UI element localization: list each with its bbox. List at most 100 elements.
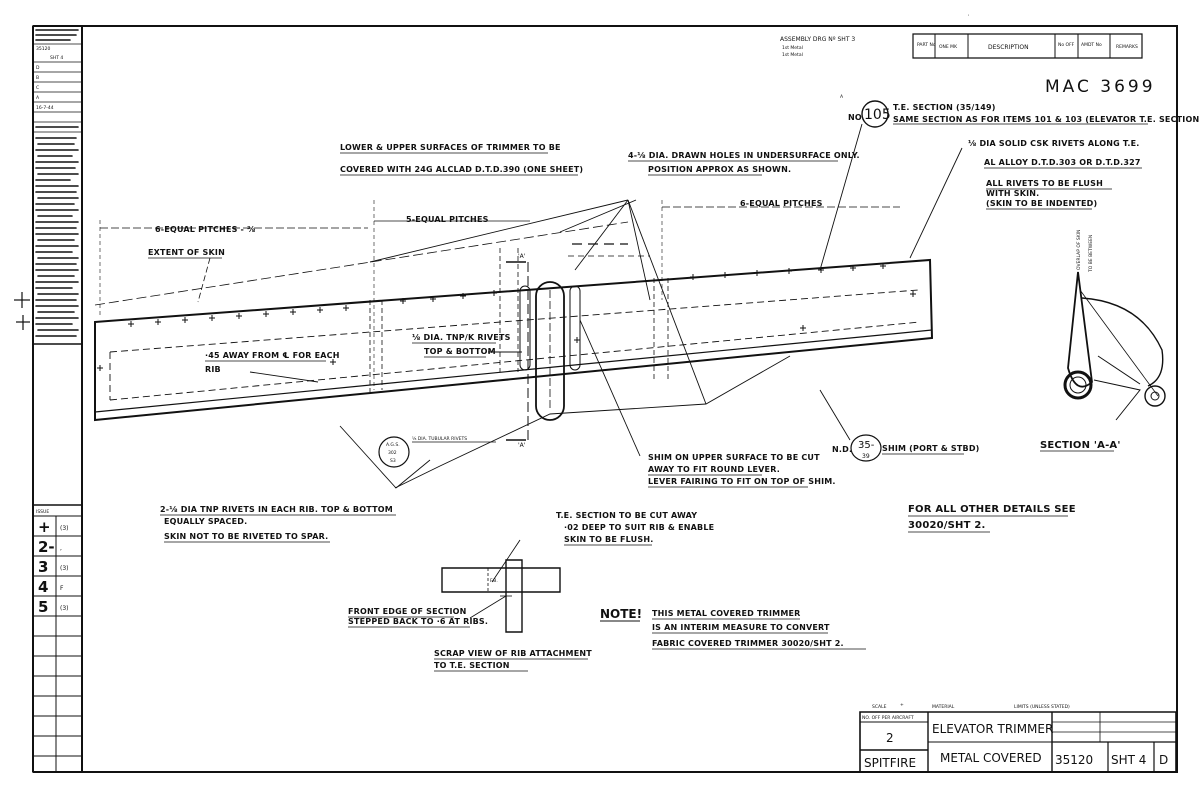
- svg-text:6-EQUAL PITCHES - ⅜: 6-EQUAL PITCHES - ⅜: [155, 225, 256, 234]
- svg-text:5-EQUAL PITCHES: 5-EQUAL PITCHES: [406, 215, 489, 224]
- svg-text:·02 DEEP TO SUIT RIB & ENABLE: ·02 DEEP TO SUIT RIB & ENABLE: [564, 523, 714, 532]
- svg-text:OVERLAP OF SKIN: OVERLAP OF SKIN: [1076, 230, 1082, 270]
- svg-text:RIB: RIB: [205, 365, 221, 374]
- note-flush-rivets: ALL RIVETS TO BE FLUSH WITH SKIN. (SKIN …: [986, 179, 1112, 209]
- svg-text:N.D.: N.D.: [832, 445, 852, 454]
- svg-text:F.B.: F.B.: [490, 578, 498, 584]
- svg-text:30020/SHT 2.: 30020/SHT 2.: [908, 520, 985, 531]
- assembly-ref-2: 1st Metal: [782, 52, 803, 58]
- svg-text:FABRIC COVERED TRIMMER 30020/S: FABRIC COVERED TRIMMER 30020/SHT 2.: [652, 639, 844, 648]
- revision-issue-2: 2-: [38, 538, 55, 556]
- margin-marks: [14, 292, 30, 330]
- item-105-no: NO: [848, 113, 862, 122]
- note-interim: NOTE! THIS METAL COVERED TRIMMER IS AN I…: [600, 607, 866, 649]
- drawing-number-handwritten: MAC 3699: [1045, 77, 1156, 97]
- title-block: SCALE + MATERIAL LIMITS (UNLESS STATED) …: [860, 702, 1176, 772]
- strip-line-4: C: [36, 85, 39, 91]
- note-away-from-rib: ·45 AWAY FROM ℄ FOR EACH RIB: [205, 351, 339, 374]
- section-mark-bottom: 'A': [518, 442, 526, 449]
- svg-text:39: 39: [862, 453, 870, 460]
- trimmer-outline: [95, 260, 932, 420]
- svg-text:SKIN TO BE FLUSH.: SKIN TO BE FLUSH.: [564, 535, 653, 544]
- svg-text:IS AN INTERIM MEASURE TO CONVE: IS AN INTERIM MEASURE TO CONVERT: [652, 623, 830, 632]
- dim-pitches-mid: 5-EQUAL PITCHES: [374, 200, 530, 390]
- svg-text:2-⅛ DIA TNP RIVETS IN EACH RIB: 2-⅛ DIA TNP RIVETS IN EACH RIB. TOP & BO…: [160, 505, 393, 514]
- note-tnp-rivets: ⅛ DIA. TNP/K RIVETS TOP & BOTTOM: [412, 333, 511, 357]
- note-drawn-holes: 4-⅛ DIA. DRAWN HOLES IN UNDERSURFACE ONL…: [628, 151, 860, 175]
- revision-mark-4: F: [60, 585, 64, 592]
- svg-text:SKIN NOT TO BE RIVETED TO SPAR: SKIN NOT TO BE RIVETED TO SPAR.: [164, 532, 328, 541]
- svg-text:FOR ALL OTHER DETAILS SEE: FOR ALL OTHER DETAILS SEE: [908, 504, 1076, 515]
- svg-text:4-⅛ DIA. DRAWN HOLES IN UNDERS: 4-⅛ DIA. DRAWN HOLES IN UNDERSURFACE ONL…: [628, 151, 860, 160]
- svg-text:EQUALLY SPACED.: EQUALLY SPACED.: [164, 517, 247, 526]
- svg-text:T.E. SECTION (35/149): T.E. SECTION (35/149): [893, 103, 996, 112]
- rev-mark: A: [840, 94, 844, 100]
- header-col-onemk: ONE MK: [939, 44, 958, 50]
- strip-line-0: 35120: [36, 46, 50, 52]
- lever-fairing: [536, 282, 564, 420]
- sheet-border: [82, 26, 1177, 772]
- tb-title: ELEVATOR TRIMMER: [932, 722, 1053, 736]
- rivet-row: [97, 263, 916, 371]
- trimmer-plan-view: 'A' 'A': [95, 222, 932, 449]
- revision-mark-1: (3): [60, 525, 69, 532]
- top-tick: ': [968, 14, 969, 20]
- svg-text:SHIM ON UPPER SURFACE TO BE CU: SHIM ON UPPER SURFACE TO BE CUT: [648, 453, 820, 462]
- dim-pitches-right: 6-EQUAL PITCHES: [662, 199, 900, 300]
- svg-text:STEPPED BACK TO ·6 AT RIBS.: STEPPED BACK TO ·6 AT RIBS.: [348, 617, 488, 626]
- strip-line-6: 16-7-44: [36, 105, 54, 111]
- svg-text:FRONT EDGE OF SECTION: FRONT EDGE OF SECTION: [348, 607, 467, 616]
- strip-line-1: SHT 4: [50, 55, 63, 61]
- revision-mark-2: ,: [60, 545, 62, 552]
- tube-rivet-note: ⅛ DIA. TUBULAR RIVETS: [412, 436, 467, 442]
- revision-issue-4: 4: [38, 578, 48, 596]
- svg-text:AL ALLOY D.T.D.303 OR D.T.D.32: AL ALLOY D.T.D.303 OR D.T.D.327: [984, 158, 1141, 167]
- svg-text:⅛ DIA SOLID CSK RIVETS ALONG T: ⅛ DIA SOLID CSK RIVETS ALONG T.E.: [968, 139, 1140, 148]
- leader-lines: [250, 124, 962, 582]
- revision-issue-5: 5: [38, 598, 48, 616]
- note-front-edge: FRONT EDGE OF SECTION STEPPED BACK TO ·6…: [348, 596, 506, 627]
- tb-drawing-no: 35120: [1055, 753, 1093, 767]
- svg-text:EXTENT OF SKIN: EXTENT OF SKIN: [148, 248, 225, 257]
- header-col-remarks: REMARKS: [1116, 44, 1138, 50]
- dim-pitches-left: 6-EQUAL PITCHES - ⅜: [100, 220, 368, 318]
- note-te-section-ref: A NO 105 T.E. SECTION (35/149) SAME SECT…: [840, 94, 1200, 127]
- note-shim: SHIM ON UPPER SURFACE TO BE CUT AWAY TO …: [648, 453, 835, 487]
- svg-text:SECTION 'A-A': SECTION 'A-A': [1040, 440, 1121, 451]
- svg-text:LIMITS (UNLESS STATED): LIMITS (UNLESS STATED): [1014, 704, 1070, 710]
- strip-stamp-scribble: [36, 30, 78, 336]
- svg-text:⅛ DIA. TNP/K RIVETS: ⅛ DIA. TNP/K RIVETS: [412, 333, 511, 342]
- revision-issue-3: 3: [38, 558, 48, 576]
- note-covering: LOWER & UPPER SURFACES OF TRIMMER TO BE …: [340, 143, 583, 175]
- svg-text:NOTE!: NOTE!: [600, 607, 642, 621]
- revision-mark-5: (3): [60, 605, 69, 612]
- svg-text:SCRAP VIEW OF RIB ATTACHMENT: SCRAP VIEW OF RIB ATTACHMENT: [434, 649, 592, 658]
- header-col-amdt: AMDT No: [1081, 42, 1102, 48]
- revision-table: ISSUE + (3) 2- , 3 (3) 4 F 5 (3): [33, 505, 82, 772]
- svg-text:SHIM (PORT & STBD): SHIM (PORT & STBD): [882, 444, 980, 453]
- assembly-ref-1: 1st Metal: [782, 45, 803, 51]
- tb-subtitle: METAL COVERED: [940, 751, 1042, 765]
- note-scrap-view: SCRAP VIEW OF RIB ATTACHMENT TO T.E. SEC…: [434, 649, 592, 671]
- svg-text:302: 302: [388, 450, 397, 456]
- callout-bubble-ags: A.G.S. 302 S3 ⅛ DIA. TUBULAR RIVETS: [379, 436, 496, 467]
- svg-text:ALL RIVETS TO BE FLUSH: ALL RIVETS TO BE FLUSH: [986, 179, 1103, 188]
- tb-sheet: SHT 4: [1111, 753, 1146, 767]
- tb-nos-label: NO. OFF PER AIRCRAFT: [862, 715, 914, 721]
- strip-line-2: D: [36, 65, 40, 71]
- svg-text:LOWER & UPPER SURFACES OF TRIM: LOWER & UPPER SURFACES OF TRIMMER TO BE: [340, 143, 561, 152]
- svg-text:+: +: [900, 702, 904, 708]
- header-col-description: DESCRIPTION: [988, 44, 1029, 51]
- svg-text:TO BE BETWEEN: TO BE BETWEEN: [1088, 235, 1094, 273]
- revision-issue-1: +: [38, 518, 51, 536]
- svg-text:(SKIN TO BE INDENTED): (SKIN TO BE INDENTED): [986, 199, 1097, 208]
- item-105-number: 105: [864, 107, 891, 123]
- svg-text:35-: 35-: [858, 440, 875, 451]
- section-mark-top: 'A': [518, 253, 526, 260]
- header-col-nooff: No OFF: [1058, 42, 1075, 48]
- svg-text:A.G.S.: A.G.S.: [386, 442, 400, 448]
- tb-aircraft: SPITFIRE: [864, 756, 916, 770]
- tb-nos-value: 2: [886, 731, 894, 745]
- svg-text:TO T.E. SECTION: TO T.E. SECTION: [434, 661, 510, 670]
